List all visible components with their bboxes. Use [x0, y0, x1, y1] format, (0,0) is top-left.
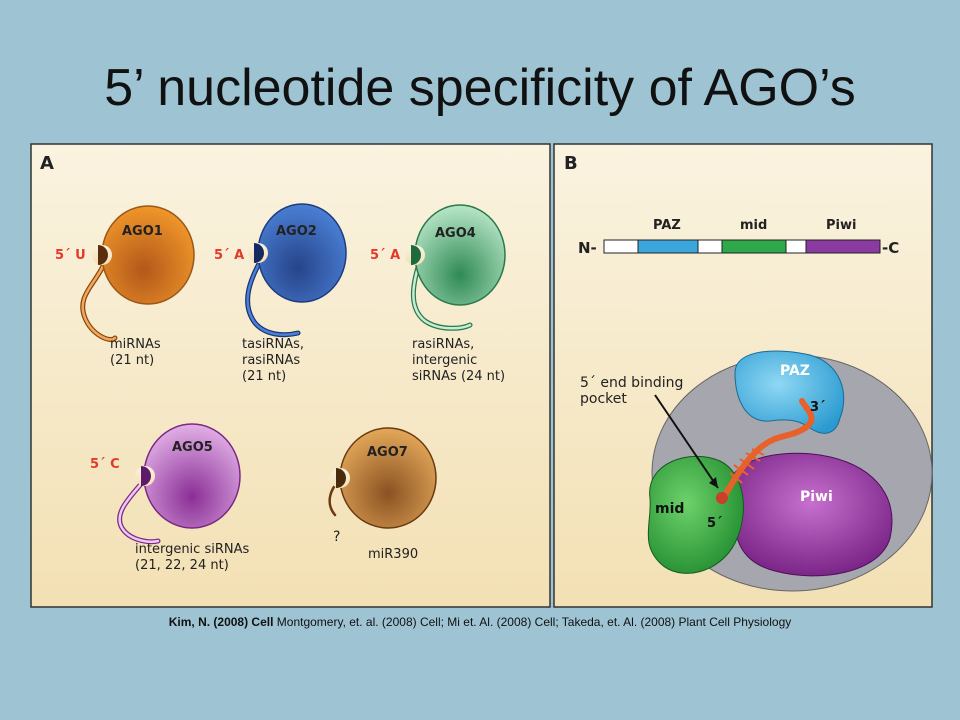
- panel-b: B N- -C PAZ mid Piwi: [553, 143, 933, 608]
- binding-pocket-label-2: pocket: [580, 391, 627, 407]
- ago4-desc-1: rasiRNAs,: [412, 337, 474, 352]
- ago4-protein: AGO4 5´ A rasiRNAs, intergenic siRNAs (2…: [370, 204, 506, 384]
- ago2-desc-1: tasiRNAs,: [242, 337, 304, 352]
- mid-domain-segment: [721, 239, 787, 254]
- mid-domain-label: mid: [740, 218, 767, 233]
- figure: A AGO1 5´ U miRNAs (21 nt) AGO2 5´ A tas…: [30, 143, 933, 608]
- panel-a: A AGO1 5´ U miRNAs (21 nt) AGO2 5´ A tas…: [30, 143, 551, 608]
- citation-bold: Kim, N. (2008) Cell: [168, 615, 274, 629]
- ago1-protein: AGO1 5´ U miRNAs (21 nt): [55, 205, 195, 368]
- ago5-protein: AGO5 5´ C intergenic siRNAs (21, 22, 24 …: [90, 423, 249, 573]
- ago2-end-label: 5´ A: [214, 248, 244, 263]
- citation-rest: Montgomery, et. al. (2008) Cell; Mi et. …: [273, 615, 792, 629]
- ago1-desc-1: miRNAs: [110, 337, 161, 352]
- piwi-domain-label: Piwi: [826, 218, 856, 233]
- n-terminus-label: N-: [578, 239, 597, 257]
- ago5-end-label: 5´ C: [90, 457, 120, 472]
- ago5-desc-2: (21, 22, 24 nt): [135, 558, 229, 573]
- ago2-desc-2: rasiRNAs: [242, 353, 300, 368]
- ago4-name: AGO4: [435, 226, 476, 241]
- ago7-desc-1: miR390: [368, 547, 418, 562]
- ago1-name: AGO1: [122, 224, 163, 239]
- ago7-protein: AGO7 ? miR390: [328, 427, 437, 562]
- piwi-domain-segment: [805, 239, 881, 254]
- ago7-end-label: ?: [333, 529, 340, 545]
- ago2-desc-3: (21 nt): [242, 369, 286, 384]
- ago1-end-label: 5´ U: [55, 248, 86, 263]
- ago7-name: AGO7: [367, 445, 408, 460]
- paz-domain-segment: [637, 239, 699, 254]
- binding-pocket-label-1: 5´ end binding: [580, 375, 683, 391]
- ago4-desc-2: intergenic: [412, 353, 477, 368]
- five-prime-label: 5´: [707, 516, 723, 531]
- ago5-desc-1: intergenic siRNAs: [135, 542, 249, 557]
- ago2-name: AGO2: [276, 224, 317, 239]
- panel-b-label: B: [564, 153, 578, 174]
- panel-a-label: A: [40, 153, 54, 174]
- slide-title: 5’ nucleotide specificity of AGO’s: [104, 59, 856, 117]
- domain-map: N- -C PAZ mid Piwi: [578, 218, 899, 257]
- ago1-desc-2: (21 nt): [110, 353, 154, 368]
- piwi-structure-label: Piwi: [800, 489, 833, 505]
- ago5-name: AGO5: [172, 440, 213, 455]
- ago4-end-label: 5´ A: [370, 248, 400, 263]
- rna-base-pairs: [729, 448, 765, 484]
- ago2-protein: AGO2 5´ A tasiRNAs, rasiRNAs (21 nt): [214, 203, 347, 384]
- citation: Kim, N. (2008) Cell Montgomery, et. al. …: [0, 615, 960, 629]
- paz-structure-label: PAZ: [780, 363, 810, 379]
- ago4-desc-3: siRNAs (24 nt): [412, 369, 505, 384]
- ago-structure: 5´ end binding pocket PAZ 3´ Piwi mid 5´: [580, 350, 933, 592]
- paz-domain-label: PAZ: [653, 218, 681, 233]
- mid-structure-label: mid: [655, 501, 684, 517]
- c-terminus-label: -C: [882, 239, 899, 257]
- three-prime-label: 3´: [810, 400, 826, 415]
